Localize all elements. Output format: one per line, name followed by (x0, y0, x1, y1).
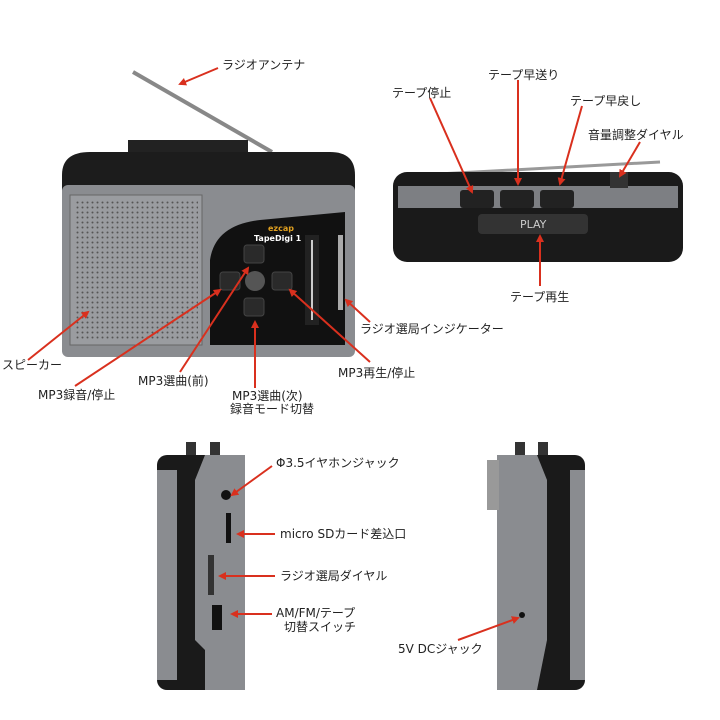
label-radio-indicator: ラジオ選局インジケーター (360, 322, 504, 336)
label-tape-ff: テープ早送り (488, 68, 560, 82)
left-side-view (157, 442, 245, 690)
label-mp3-prev: MP3選曲(前) (138, 374, 209, 388)
mp3-rec-button (219, 271, 241, 291)
label-speaker: スピーカー (2, 358, 63, 372)
microsd-slot (226, 513, 231, 543)
label-mp3-rec: MP3録音/停止 (38, 388, 116, 402)
antenna (132, 70, 273, 154)
label-tape-play: テープ再生 (510, 290, 570, 304)
mp3-play-button (271, 271, 293, 291)
brand-logo: ezcap (268, 224, 294, 233)
label-switch-2: 切替スイッチ (284, 620, 357, 634)
label-microsd: micro SDカード差込口 (280, 527, 407, 541)
label-earphone: Φ3.5イヤホンジャック (276, 456, 400, 470)
mp3-up-button (243, 244, 265, 264)
label-dc-jack: 5V DCジャック (398, 642, 483, 656)
tuning-dial (208, 555, 214, 595)
speaker-grille (74, 199, 198, 341)
label-switch: AM/FM/テープ (276, 606, 356, 620)
play-button-label: PLAY (520, 218, 547, 231)
label-antenna: ラジオアンテナ (222, 58, 306, 72)
volume-dial (610, 172, 628, 188)
label-rec-mode: 録音モード切替 (230, 402, 315, 416)
radio-indicator (338, 235, 343, 310)
earphone-jack (221, 490, 231, 500)
top-view (393, 160, 683, 262)
tape-ff-button (540, 190, 574, 208)
label-mp3-play: MP3再生/停止 (338, 366, 416, 380)
callout-arrows (27, 67, 641, 641)
tape-rew-button (500, 190, 534, 208)
tape-stop-button (460, 190, 494, 208)
label-volume: 音量調整ダイヤル (588, 128, 684, 142)
mp3-next-button (243, 297, 265, 317)
label-tape-stop: テープ停止 (392, 86, 452, 100)
center-button (245, 271, 265, 291)
front-view (62, 70, 355, 357)
label-mp3-next: MP3選曲(次) (232, 389, 303, 403)
tape-play-button (478, 214, 588, 234)
right-side-view (487, 442, 585, 690)
dc-jack (519, 612, 525, 618)
label-tuning-dial: ラジオ選局ダイヤル (280, 569, 388, 583)
label-tape-rew: テープ早戻し (570, 94, 642, 108)
mode-switch (212, 605, 222, 630)
model-name: TapeDigi 1 (254, 234, 302, 243)
